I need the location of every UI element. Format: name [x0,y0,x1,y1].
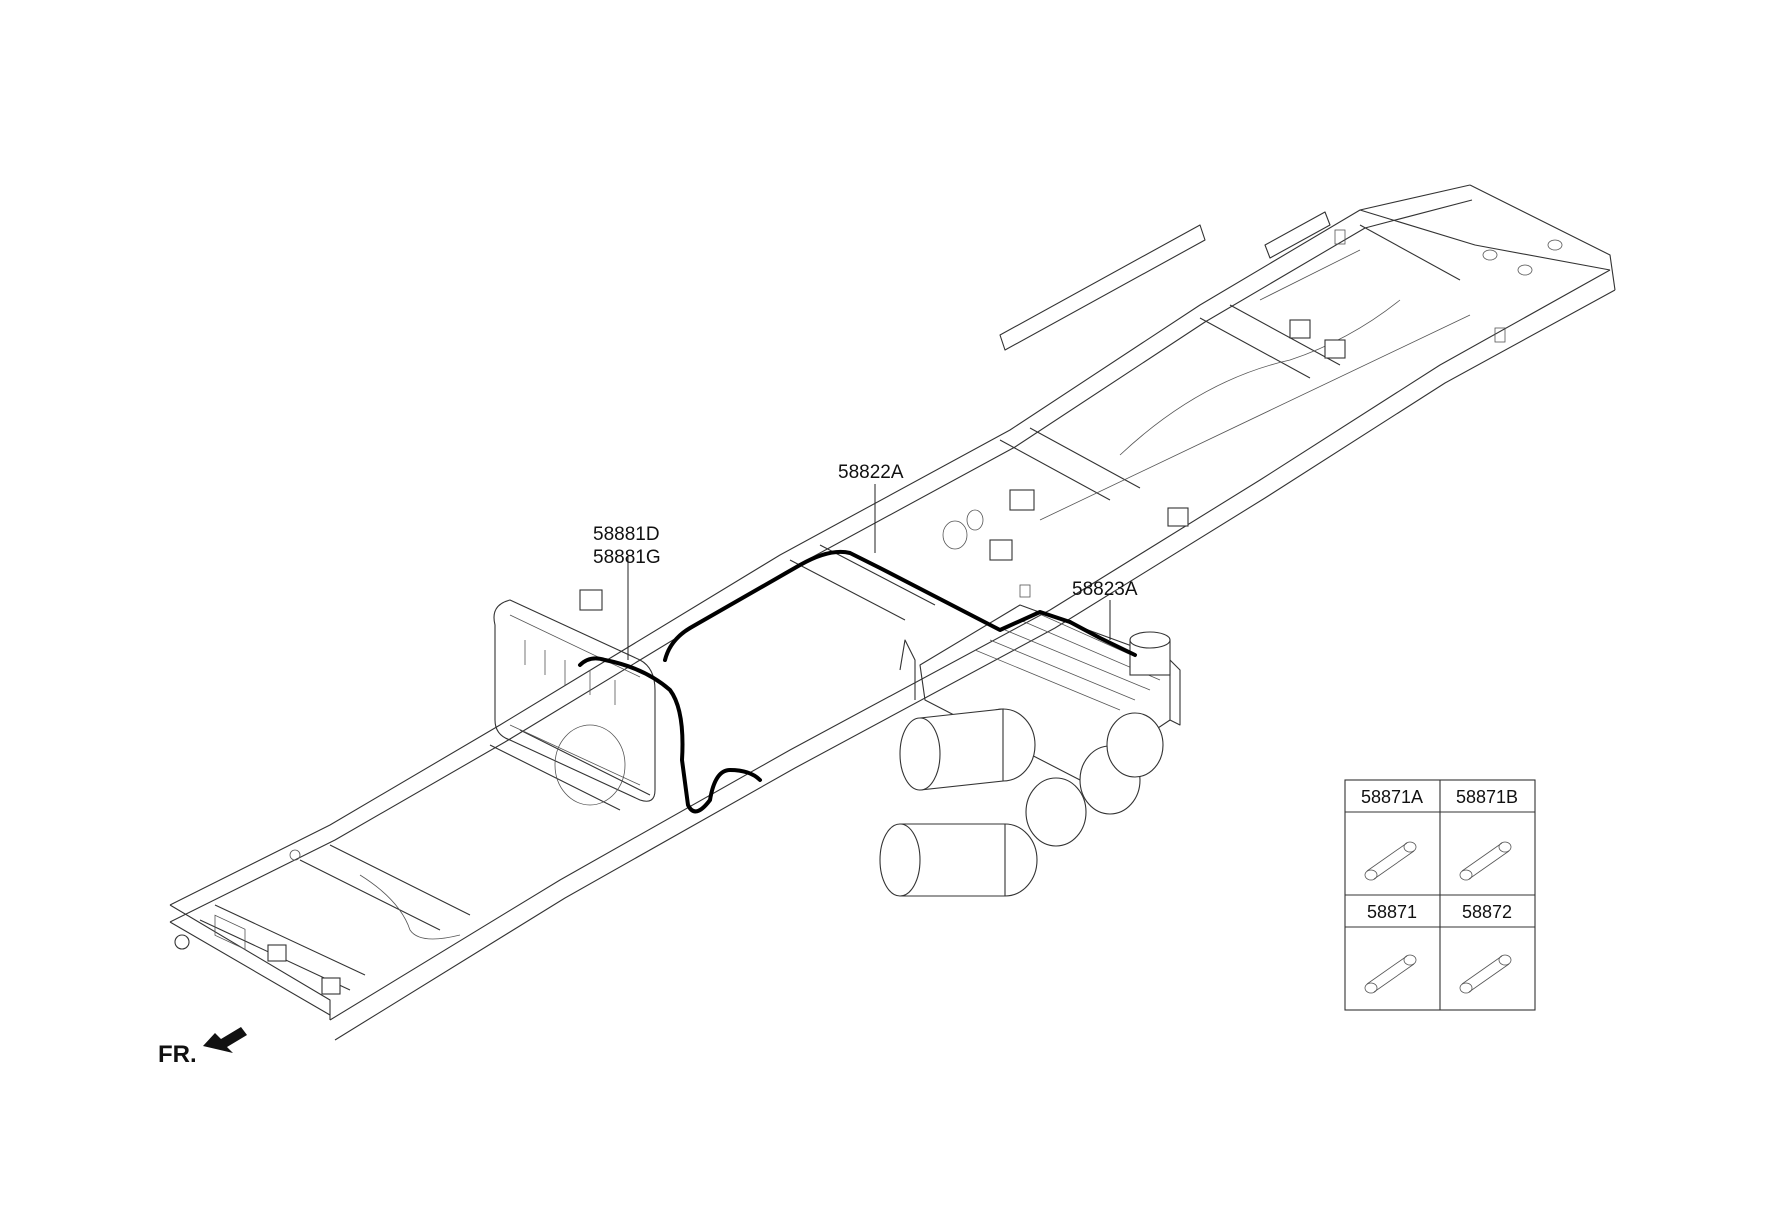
chassis-frame [169,184,1616,1041]
callout-58823a: 58823A [1072,579,1138,600]
sleeve-icon [1459,954,1512,994]
legend-cell-label-58871a: 58871A [1361,787,1423,807]
brake-hose-58881 [578,656,762,814]
legend-cell-label-58871: 58871 [1367,902,1417,922]
sleeve-icon [1459,841,1512,881]
callout-58881g: 58881G [593,547,661,568]
front-direction-marker: FR. [158,1027,247,1068]
front-arrow-icon [203,1027,247,1053]
air-tank-assembly [879,604,1181,897]
legend-cell-label-58871b: 58871B [1456,787,1518,807]
brake-line-pipes [578,549,1137,814]
sleeve-icon [1364,841,1417,881]
legend-cell-label-58872: 58872 [1462,902,1512,922]
parts-legend-table: 58871A 58871B 58871 58872 [1344,779,1536,1011]
sleeve-icon [1364,954,1417,994]
brake-pipe-58822a [663,549,1072,662]
callout-58822a: 58822A [838,462,904,483]
callouts: 58822A 58881D 58881G 58823A [593,462,1138,660]
front-label: FR. [158,1041,197,1068]
brake-pipe-58823a [1068,620,1137,657]
callout-58881d: 58881D [593,524,660,545]
